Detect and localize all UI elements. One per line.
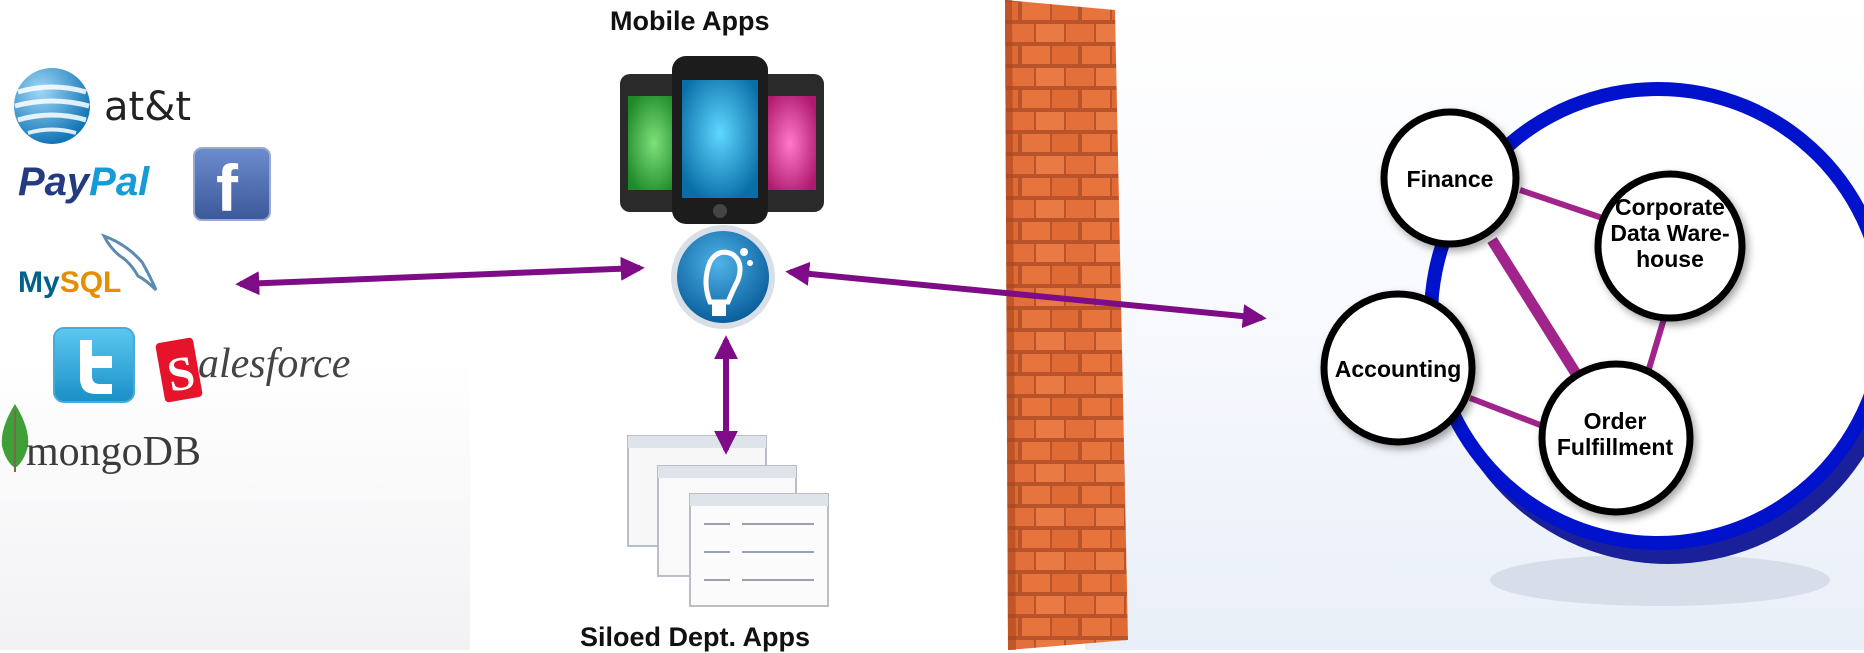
mobile-apps-label: Mobile Apps xyxy=(610,6,770,36)
facebook-letter: f xyxy=(216,151,238,225)
finance-label: Finance xyxy=(1406,166,1494,192)
node-finance xyxy=(1380,108,1520,248)
att-globe-icon xyxy=(14,68,90,144)
paypal-logo: PayPal xyxy=(18,160,149,205)
integration-hub-icon xyxy=(671,225,775,329)
mysql-my-text: My xyxy=(18,266,60,299)
siloed-app-windows-icon xyxy=(627,435,829,607)
paypal-pay-text: Pay xyxy=(18,160,90,204)
salesforce-logo-text: alesforce xyxy=(198,341,351,387)
link-warehouse-order xyxy=(1645,311,1669,373)
accounting-label: Accounting xyxy=(1334,356,1462,382)
mysql-dolphin-icon xyxy=(100,233,158,292)
mongodb-leaf-icon xyxy=(1,404,29,472)
arrow-left xyxy=(235,256,645,296)
mongodb-logo-text: mongoDB xyxy=(26,429,202,475)
mysql-logo: MySQL xyxy=(18,266,121,300)
paypal-pal-text: Pal xyxy=(89,160,150,204)
node-order xyxy=(1538,360,1694,516)
mysql-sql-text: SQL xyxy=(59,266,122,299)
brick-wall xyxy=(1005,0,1128,650)
facebook-icon xyxy=(193,147,271,221)
mobile-phones-icon xyxy=(620,56,824,224)
warehouse-label: Corporate Data Ware- house xyxy=(1610,194,1730,272)
twitter-icon xyxy=(53,327,135,403)
node-warehouse xyxy=(1594,170,1746,322)
siloed-apps-label: Siloed Dept. Apps xyxy=(580,622,811,652)
node-accounting xyxy=(1320,290,1476,446)
salesforce-icon: S xyxy=(155,337,203,403)
order-fulfillment-label: Order Fulfillment xyxy=(1556,408,1674,460)
att-logo-text: at&t xyxy=(104,84,192,130)
link-finance-order xyxy=(1487,237,1585,383)
link-accounting-order xyxy=(1468,395,1550,431)
arrow-right xyxy=(785,261,1267,329)
